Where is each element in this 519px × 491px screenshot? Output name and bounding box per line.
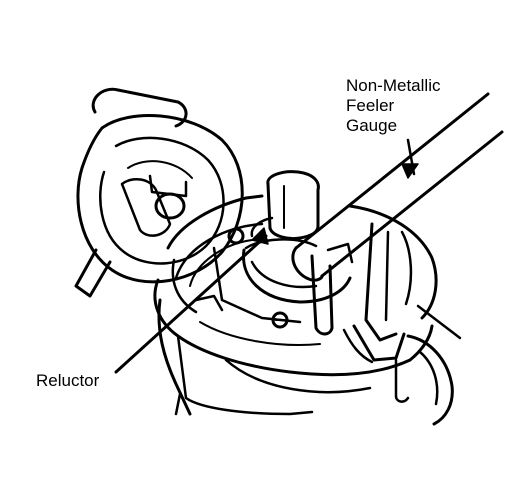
feeler-gauge-label-line2: Feeler bbox=[346, 96, 395, 115]
reluctor-shaft bbox=[244, 172, 350, 302]
reluctor-label: Reluctor bbox=[36, 371, 100, 390]
feeler-gauge-label-line1: Non-Metallic bbox=[346, 76, 441, 95]
distributor-housing bbox=[155, 196, 436, 414]
pickup-assembly bbox=[312, 224, 460, 424]
vacuum-advance-unit bbox=[76, 89, 242, 296]
feeler-gauge-label-line3: Gauge bbox=[346, 116, 398, 135]
feeler-gauge-blade bbox=[293, 94, 502, 280]
leader-lines bbox=[116, 140, 418, 372]
breaker-plate bbox=[176, 224, 320, 345]
feeler-gauge-label: Non-Metallic Feeler Gauge bbox=[346, 76, 440, 136]
